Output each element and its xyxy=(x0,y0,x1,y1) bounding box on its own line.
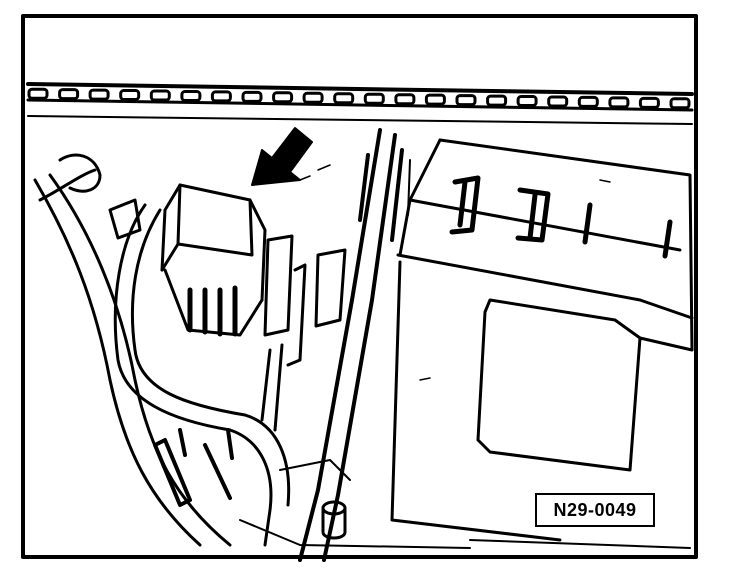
strip-slot xyxy=(455,94,477,107)
strip-slot xyxy=(27,87,49,100)
mid-connectors xyxy=(260,234,347,432)
strip-slot xyxy=(210,90,232,103)
strip-slot xyxy=(394,93,416,106)
figure-code-label: N29-0049 xyxy=(535,493,655,527)
strip-slot xyxy=(119,89,141,101)
cable-bundle xyxy=(298,128,411,562)
perforated-edge-strip xyxy=(26,82,694,125)
strip-slot xyxy=(577,95,599,108)
floor-line xyxy=(239,519,471,549)
strip-slot xyxy=(424,93,446,106)
figure-frame xyxy=(21,14,698,559)
strip-slot xyxy=(302,91,324,104)
bottom-bolt xyxy=(321,500,347,540)
strip-slot xyxy=(363,92,385,105)
strip-slot xyxy=(669,97,691,110)
strip-slot xyxy=(516,95,538,107)
strip-slot xyxy=(241,90,263,103)
ground-wire xyxy=(279,459,351,481)
strip-slot xyxy=(58,88,80,101)
indicator-arrow xyxy=(251,127,313,186)
left-hose-routing xyxy=(33,153,291,547)
housing-connector-clips xyxy=(449,175,673,259)
strip-slot xyxy=(608,96,630,109)
strip-slot xyxy=(180,90,202,102)
strip-slot xyxy=(88,88,110,101)
strip-slot xyxy=(272,91,294,104)
lower-bracket xyxy=(153,428,234,507)
relay-block xyxy=(160,183,267,337)
strip-slot xyxy=(149,89,171,102)
strip-slot xyxy=(638,96,660,109)
strip-slot xyxy=(547,95,569,108)
strip-slot xyxy=(333,92,355,105)
strip-slots xyxy=(27,87,691,110)
control-unit-housing xyxy=(390,138,694,549)
strip-slot xyxy=(486,94,508,107)
